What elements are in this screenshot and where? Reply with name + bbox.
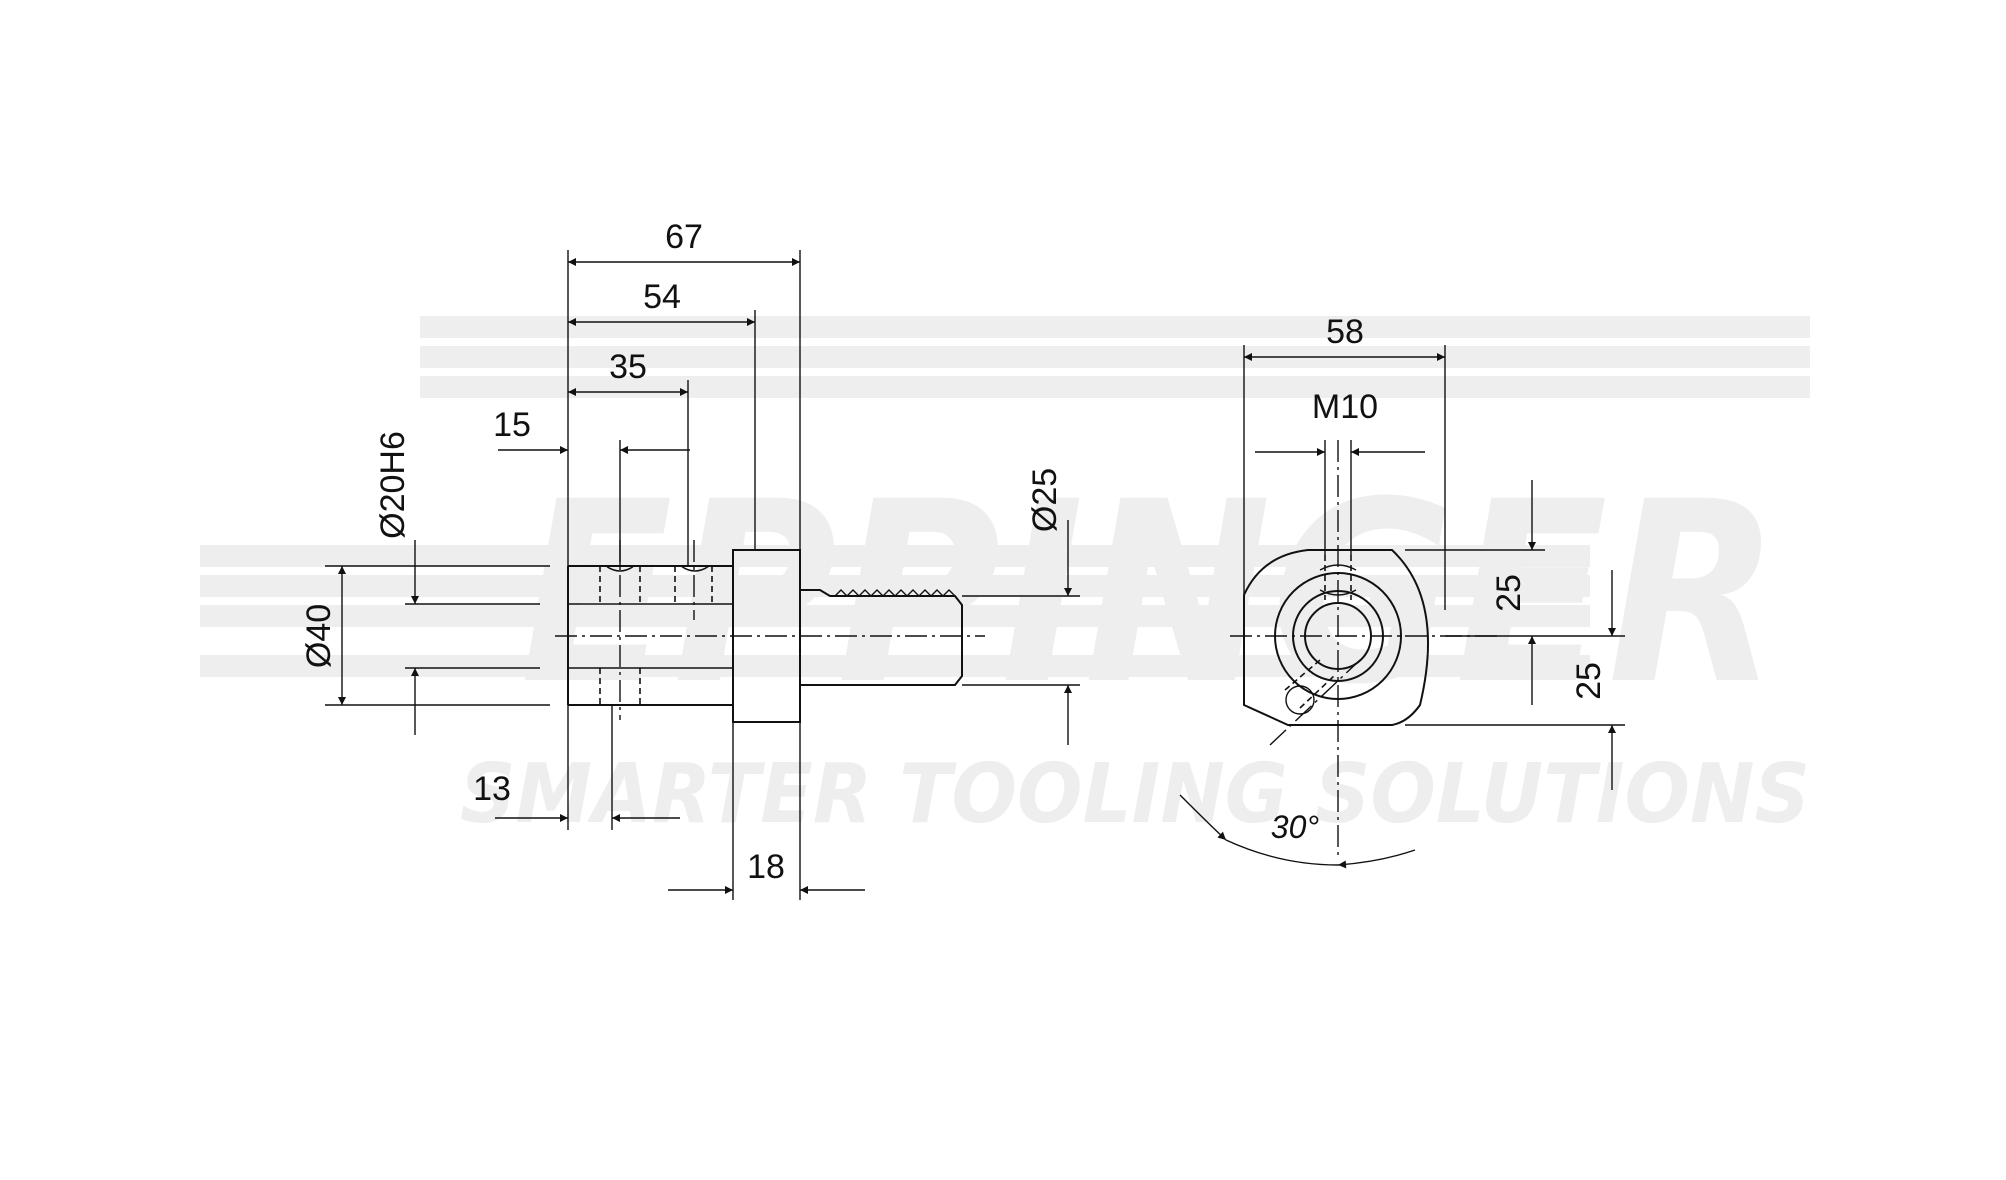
- dim-40: Ø40: [300, 565, 550, 706]
- dim-25-upper: 25: [1405, 480, 1625, 705]
- dim-35: 35: [568, 348, 689, 566]
- watermark-brand: EPPINGER: [520, 448, 1780, 739]
- watermark-slogan: SMARTER TOOLING SOLUTIONS: [460, 747, 1810, 842]
- dim-15-label: 15: [493, 406, 531, 444]
- dim-18: 18: [668, 722, 865, 900]
- dim-58-label: 58: [1326, 313, 1364, 351]
- dim-25-diameter: Ø25: [962, 468, 1080, 745]
- watermark-stripes: [200, 316, 1810, 677]
- dim-m10-label: M10: [1312, 388, 1378, 426]
- dim-30-degree: 30°: [1179, 794, 1416, 869]
- dim-67: 67: [567, 218, 801, 566]
- dim-30-degree-label: 30°: [1271, 809, 1320, 845]
- dim-58: 58: [1243, 313, 1446, 610]
- dim-67-label: 67: [665, 218, 703, 256]
- watermark-logo: EPPINGER SMARTER TOOLING SOLUTIONS: [200, 316, 1810, 842]
- dim-bore-diameter: Ø20H6: [374, 431, 540, 735]
- side-view: 67 54 35 15 Ø20H6: [300, 218, 1080, 900]
- dim-25-diameter-label: Ø25: [1026, 468, 1064, 532]
- front-view: 58 M10 25 25 30°: [1179, 313, 1625, 869]
- dim-13-label: 13: [473, 770, 511, 808]
- dim-13: 13: [473, 705, 680, 830]
- side-view-centerlines: [555, 540, 985, 720]
- dim-15: 15: [493, 406, 690, 566]
- dim-m10: M10: [1255, 388, 1425, 555]
- dim-54: 54: [568, 278, 756, 550]
- dim-40-label: Ø40: [300, 604, 338, 668]
- dim-25-upper-label: 25: [1490, 574, 1528, 612]
- dim-25-lower: 25: [1405, 570, 1625, 790]
- dim-35-label: 35: [609, 348, 647, 386]
- side-view-cross-holes: [599, 565, 713, 705]
- dim-bore-diameter-label: Ø20H6: [374, 431, 412, 539]
- dim-54-label: 54: [643, 278, 681, 316]
- dim-25-lower-label: 25: [1570, 662, 1608, 700]
- dim-18-label: 18: [747, 848, 785, 886]
